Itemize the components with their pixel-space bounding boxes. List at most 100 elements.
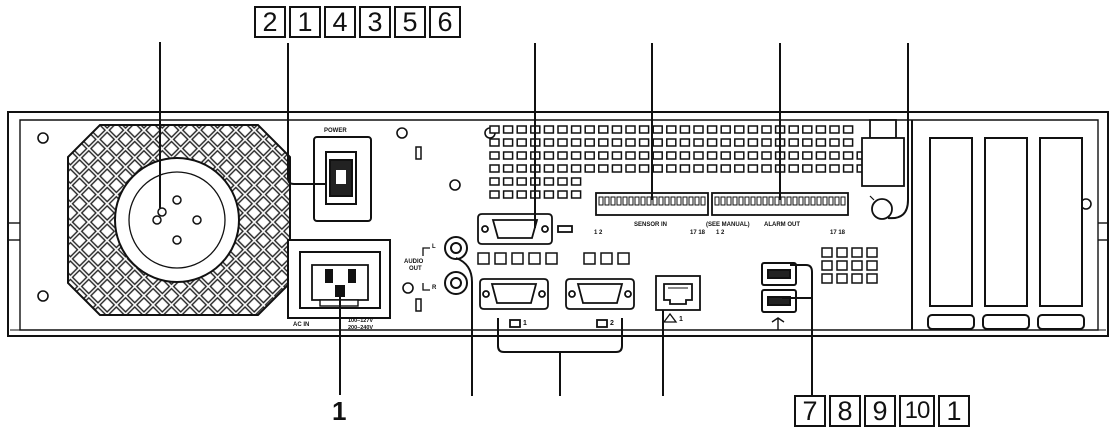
vent-slot [611,164,623,173]
vent-slot [720,151,731,160]
vent-slot [720,164,731,173]
terminal-pin [762,196,768,206]
vent-slot [570,125,582,134]
vent-slot [598,138,609,147]
terminal-pin [604,196,610,206]
vent-square [836,273,848,284]
vent-square [600,252,613,265]
vent-slot [666,138,677,147]
monitor-ports [479,278,635,328]
terminal-pin [786,196,792,206]
vent-slot [815,125,827,134]
alarm-range-end: 17 18 [830,230,846,236]
vent-slot [666,125,677,134]
vent-slot [720,138,731,147]
vent-slot [489,190,500,199]
audio-r-label: R [432,285,437,291]
vent-slot [788,125,799,134]
ground-terminal [861,119,905,220]
vent-slot [761,164,772,173]
serial-port [477,213,573,245]
indicator-slots [415,146,422,312]
terminal-pin [798,196,804,206]
callouts-top: 2 1 4 3 5 6 [254,6,461,38]
monitor-2-label: 2 [610,320,614,327]
sensor-range-start: 1 2 [594,230,603,236]
vent-slot [706,164,718,173]
vent-square [851,260,863,271]
vent-slot [502,190,514,199]
vent-slot [625,125,636,134]
vent-slot [584,125,595,134]
vent-slot [584,164,595,173]
vent-slot [543,125,555,134]
out-label: OUT [409,266,422,272]
vent-slot [611,125,623,134]
vent-square [821,247,833,258]
terminal-pin [676,196,682,206]
vent-square [851,273,863,284]
vent-slot [502,164,514,173]
vent-slot [829,125,840,134]
terminal-pin [670,196,676,206]
terminal-pin [720,196,726,206]
vent-square [617,252,630,265]
alarm-out-label: ALARM OUT [764,222,800,228]
vent-slot [557,138,568,147]
terminal-pin [750,196,756,206]
vent-slot [802,164,813,173]
vent-slot [652,151,663,160]
vent-slot [611,151,623,160]
terminal-pin [822,196,828,206]
terminal-pin [792,196,798,206]
vent-slot [761,125,772,134]
vent-slot [734,164,745,173]
vent-slot [502,125,514,134]
vent-slot [706,151,718,160]
audio-l-label: L [432,244,436,250]
vent-slot [543,164,555,173]
callout-box: 9 [864,395,896,427]
vent-slot [761,151,772,160]
vent-square [583,252,596,265]
callout-box: 7 [794,395,826,427]
terminal-pin [598,196,604,206]
terminal-pin [634,196,640,206]
vent-square [866,260,878,271]
vent-slot [802,138,813,147]
vent-slot [584,151,595,160]
terminal-pin [628,196,634,206]
vent-slot [638,151,650,160]
vent-slot [638,125,650,134]
vent-slot [842,138,854,147]
vent-square [528,252,541,265]
terminal-pin [804,196,810,206]
vent-slot [652,125,663,134]
vent-square [545,252,558,265]
vent-slot [842,164,854,173]
terminal-pin [616,196,622,206]
terminal-pin [658,196,664,206]
vent-slot [652,164,663,173]
terminal-pin [688,196,694,206]
screw-holes [37,127,1092,302]
vent-slot [693,125,704,134]
vent-slot [625,151,636,160]
vent-slot [802,125,813,134]
vent-square [821,260,833,271]
terminal-pin [652,196,658,206]
vent-slot [679,125,691,134]
terminal-pin [828,196,834,206]
vent-slot [815,151,827,160]
vent-slot [842,125,854,134]
vent-slot [815,138,827,147]
vent-slot [829,164,840,173]
vent-slot [489,177,500,186]
vent-slot [543,190,555,199]
terminal-pin [640,196,646,206]
vent-slot [502,151,514,160]
vent-slot [638,164,650,173]
vent-slot [625,164,636,173]
terminal-pin [700,196,706,206]
vent-slot [842,151,854,160]
